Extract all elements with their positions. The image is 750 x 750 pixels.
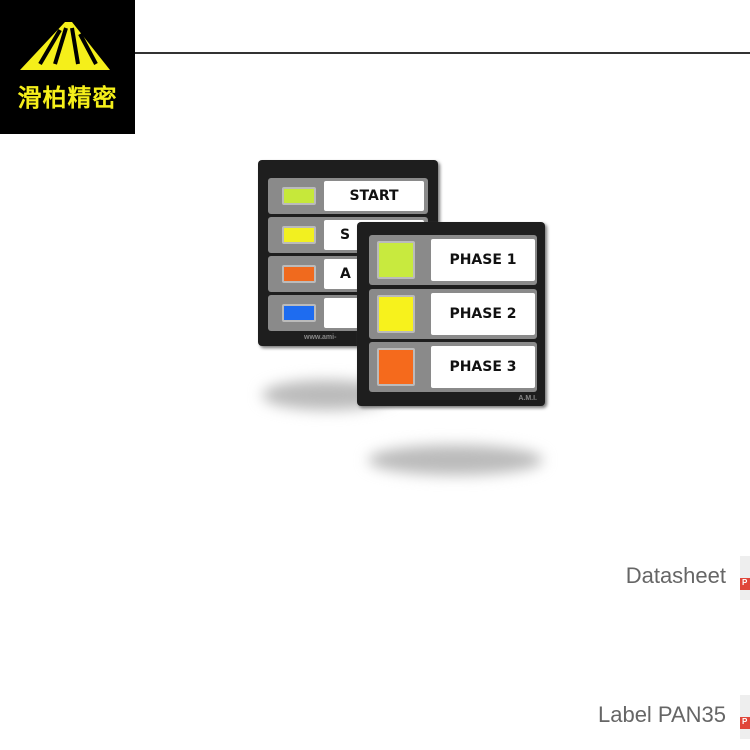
datasheet-link[interactable]: Datasheet [625,563,726,588]
logo-text: 滑柏精密 [17,84,118,112]
logo-mark-icon [20,22,110,70]
label-pan35-link[interactable]: Label PAN35 [597,702,726,727]
pdf-icon[interactable]: P [740,695,750,739]
row-label: PHASE 2 [431,293,535,335]
led-indicator [377,295,415,333]
row-label: PHASE 3 [431,346,535,388]
header-divider [135,52,750,54]
pdf-badge: P [740,578,750,590]
led-indicator [282,187,316,205]
led-indicator [282,304,316,322]
front-panel: PHASE 1 PHASE 2 PHASE 3 A.M.I. [357,222,545,406]
front-row: PHASE 3 [369,342,537,392]
led-indicator [282,265,316,283]
front-footer: A.M.I. [518,395,537,402]
led-indicator [282,226,316,244]
front-shadow [368,445,543,475]
led-indicator [377,348,415,386]
pdf-icon[interactable]: P [740,556,750,600]
back-row: START [268,178,428,214]
row-label: START [324,181,424,211]
back-footer: www.ami- [304,334,337,341]
row-label: PHASE 1 [431,239,535,281]
led-indicator [377,241,415,279]
logo[interactable]: 滑柏精密 [0,0,135,134]
front-row: PHASE 2 [369,289,537,339]
front-row: PHASE 1 [369,235,537,285]
pdf-badge: P [740,717,750,729]
